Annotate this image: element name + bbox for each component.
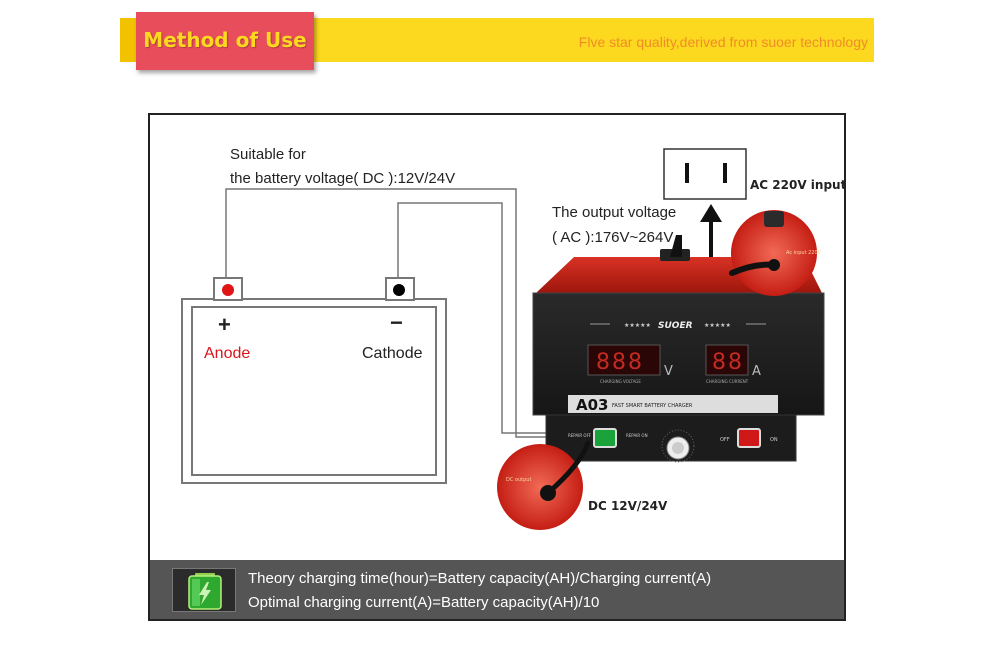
optimal-current-formula: Optimal charging current(A)=Battery capa…: [248, 594, 600, 611]
anode-terminal: [222, 284, 234, 296]
inset-ac-label: Ac input 220V: [786, 250, 822, 256]
header-banner-edge: [120, 18, 136, 62]
output-voltage-line1: The output voltage: [552, 204, 677, 221]
battery-charging-icon: [172, 568, 236, 612]
charger-stars-left: ★★★★★: [624, 322, 651, 329]
suitable-label-line1: Suitable for: [230, 146, 306, 163]
output-voltage-line2: ( AC ):176V~264V: [552, 229, 674, 246]
dc-output-inset: DC output: [497, 440, 591, 530]
charger-brand: SUOER: [658, 321, 693, 331]
cathode-label: Cathode: [362, 345, 423, 362]
cathode-wire: [397, 202, 548, 434]
page-title: Method of Use: [143, 28, 307, 52]
info-bar: Theory charging time(hour)=Battery capac…: [150, 560, 844, 619]
voltage-unit: V: [664, 364, 673, 379]
voltage-display: 888: [596, 350, 644, 375]
theory-charging-formula: Theory charging time(hour)=Battery capac…: [248, 570, 712, 587]
repair-on-label: REPAIR ON: [626, 433, 648, 438]
suitable-label-line2: the battery voltage( DC ):12V/24V: [230, 170, 456, 187]
anode-wire: [225, 188, 548, 438]
charger-subtitle: FAST SMART BATTERY CHARGER: [612, 403, 693, 409]
cathode-terminal: [393, 284, 405, 296]
on-label: ON: [770, 437, 778, 443]
minus-symbol: −: [390, 310, 403, 335]
plus-symbol: +: [218, 312, 231, 337]
charger-unit: ★★★★★ ★★★★★ SUOER 888 V CHARGING VOLTAGE…: [532, 235, 825, 463]
battery-outline: [181, 277, 447, 484]
repair-off-label: REPAIR OFF: [568, 433, 592, 438]
charger-model: A03: [576, 396, 608, 414]
ac-input-inset: Ac input 220V: [729, 210, 822, 296]
charger-stars-right: ★★★★★: [704, 322, 731, 329]
arrow-up-icon: [700, 204, 722, 258]
anode-label: Anode: [204, 345, 251, 362]
inset-dc-label: DC output: [506, 477, 531, 483]
ac-socket-icon: [663, 148, 747, 200]
voltage-caption: CHARGING VOLTAGE: [600, 379, 641, 384]
off-label: OFF: [720, 437, 730, 443]
current-display: 88: [712, 350, 744, 375]
tagline: Flve star quality,derived from suoer tec…: [578, 34, 868, 50]
diagram-frame: ★★★★★ ★★★★★ SUOER 888 V CHARGING VOLTAGE…: [148, 113, 846, 621]
dc-output-label: DC 12V/24V: [588, 499, 668, 513]
wiring-diagram: ★★★★★ ★★★★★ SUOER 888 V CHARGING VOLTAGE…: [181, 148, 825, 530]
current-caption: CHARGING CURRENT: [706, 379, 749, 384]
ac-input-label: AC 220V input: [750, 178, 846, 192]
title-tab: Method of Use: [136, 12, 314, 70]
current-unit: A: [752, 364, 761, 379]
